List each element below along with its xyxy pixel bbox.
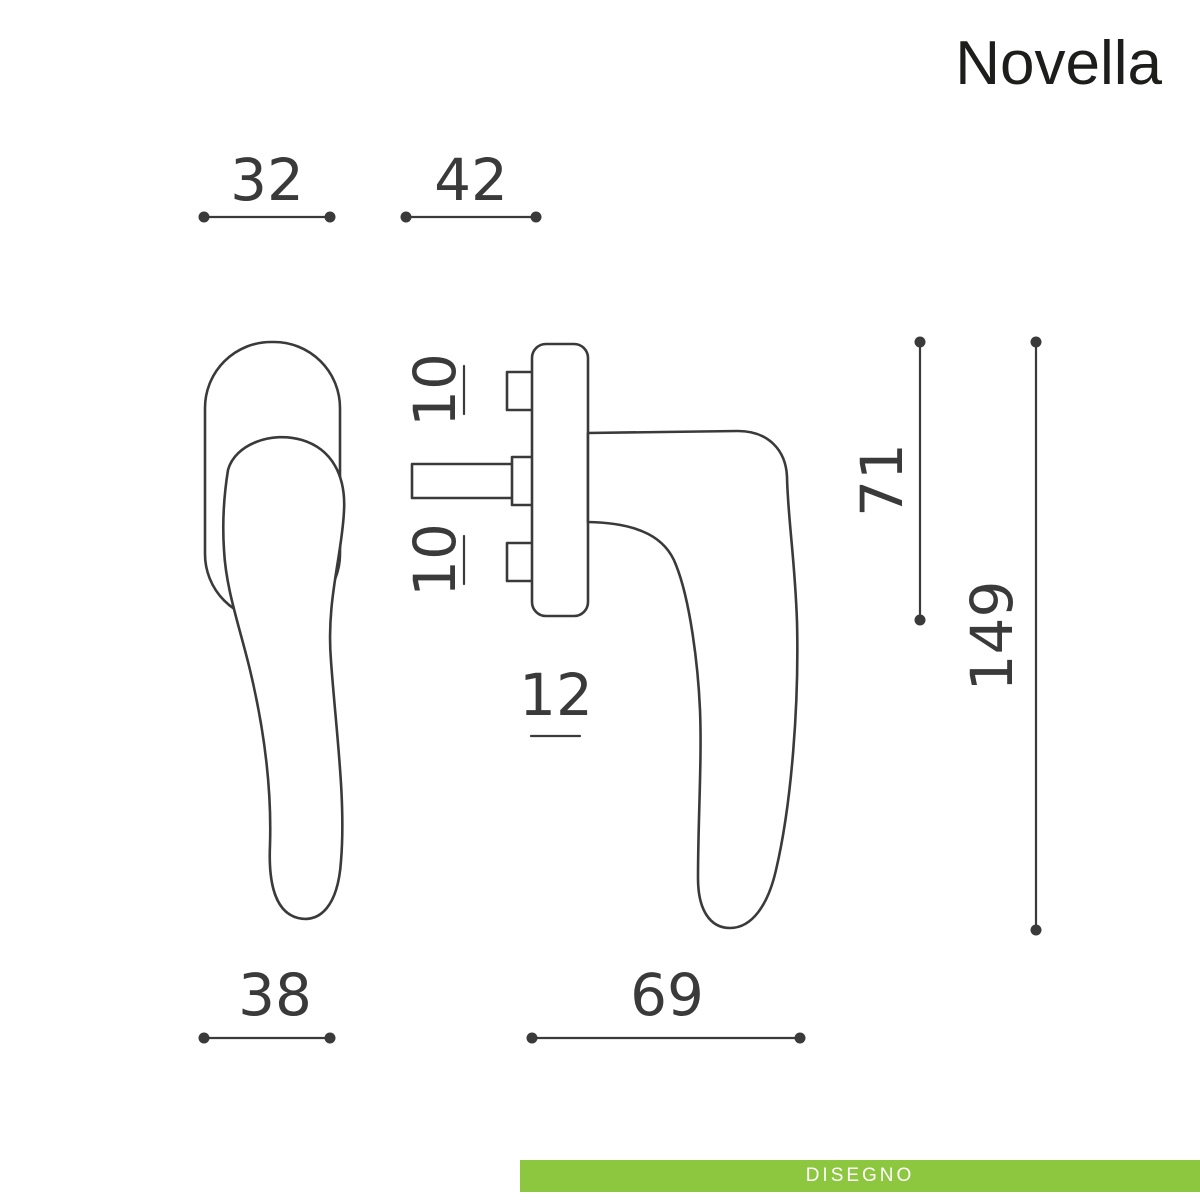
screw-boss-top xyxy=(505,370,536,412)
spindle xyxy=(410,462,516,500)
dim-label-10-bottom: 10 xyxy=(401,523,469,597)
dim-label-71: 71 xyxy=(848,443,916,517)
dim-label-10-top: 10 xyxy=(401,353,469,427)
front-grip xyxy=(586,429,799,930)
front-rosette xyxy=(530,342,590,618)
footer-bar: DISEGNO xyxy=(520,1160,1200,1192)
dim-label-42: 42 xyxy=(434,146,508,214)
dim-label-38: 38 xyxy=(238,961,312,1029)
dim-side-width-bottom: 38 xyxy=(198,961,336,1044)
dim-label-69: 69 xyxy=(630,961,704,1029)
dim-label-32: 32 xyxy=(230,146,304,214)
dim-overall-length: 149 xyxy=(958,336,1042,936)
dim-label-149: 149 xyxy=(958,581,1026,692)
dim-rosette-length: 71 xyxy=(848,336,926,626)
dim-screw-offset-bottom: 10 xyxy=(401,523,469,597)
dim-handle-reach: 69 xyxy=(526,961,806,1044)
front-view xyxy=(410,342,799,930)
side-view xyxy=(203,340,346,921)
dim-front-depth-top: 42 xyxy=(400,146,542,223)
product-title: Novella xyxy=(955,29,1162,98)
footer-label: DISEGNO xyxy=(805,1165,915,1186)
dim-spindle-size: 12 xyxy=(519,661,593,738)
dim-label-12: 12 xyxy=(519,661,593,729)
dim-side-width-top: 32 xyxy=(198,146,336,223)
side-grip xyxy=(221,435,346,921)
dim-screw-offset-top: 10 xyxy=(401,353,469,427)
screw-boss-bottom xyxy=(505,541,536,583)
